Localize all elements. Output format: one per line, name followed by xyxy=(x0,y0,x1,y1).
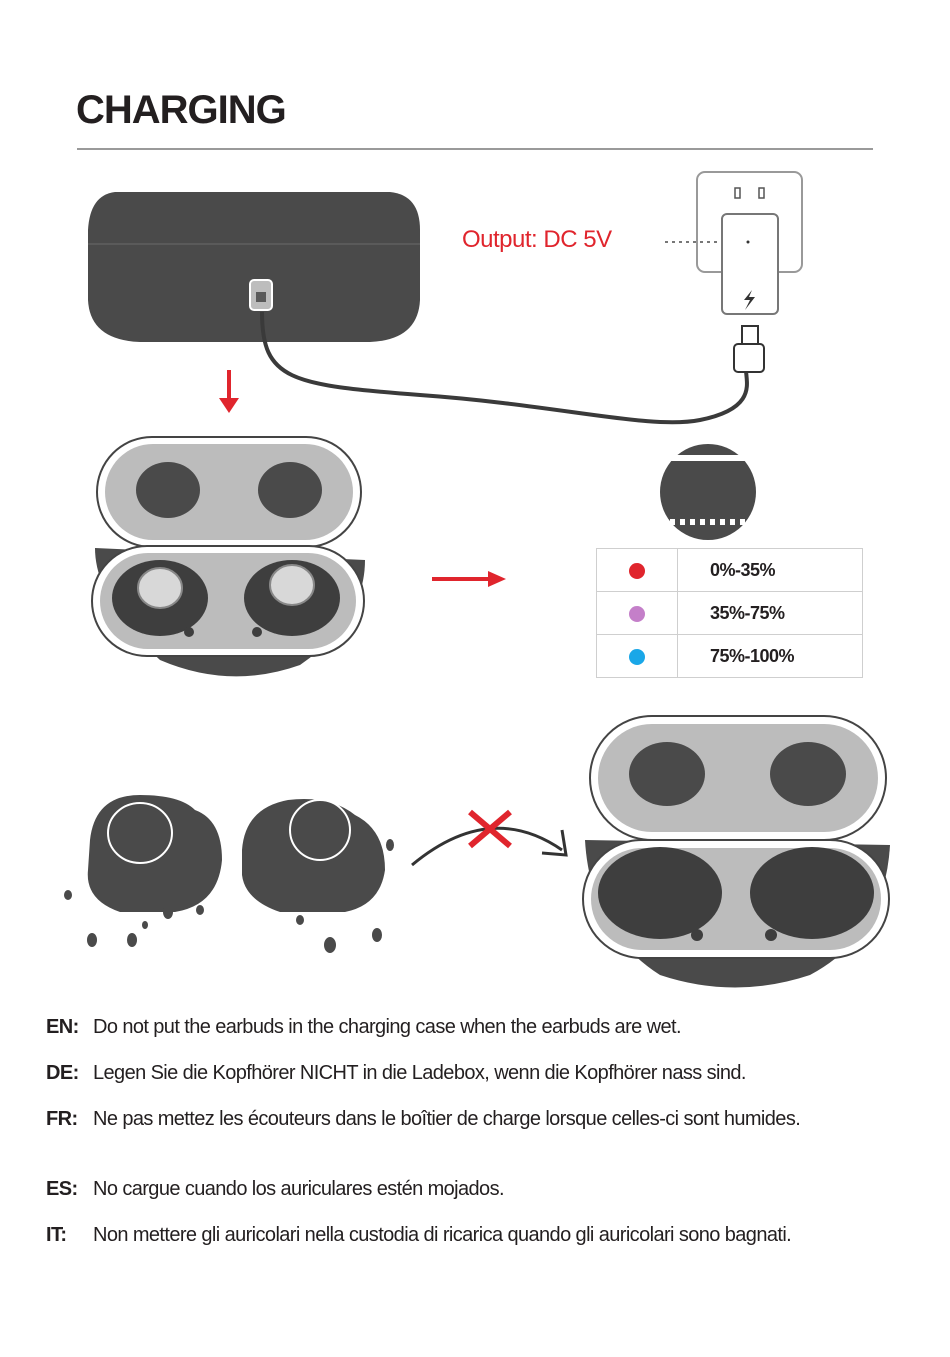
warning-text: Do not put the earbuds in the charging c… xyxy=(93,1016,682,1038)
warning-text: Ne pas mettez les écouteurs dans le boît… xyxy=(93,1108,801,1130)
lightning-icon xyxy=(744,290,755,310)
blue-dot-icon xyxy=(629,648,645,665)
charger-output-label: Output: DC 5V xyxy=(462,226,612,253)
battery-level-row: 75%-100% xyxy=(596,634,863,678)
battery-level-row: 0%-35% xyxy=(596,548,863,592)
warning-text: Legen Sie die Kopfhörer NICHT in die Lad… xyxy=(93,1062,746,1084)
warning-text: Non mettere gli auricolari nella custodi… xyxy=(93,1224,792,1246)
open-charging-case xyxy=(91,436,365,677)
warning-text: No cargue cuando los auriculares estén m… xyxy=(93,1178,505,1200)
title-divider xyxy=(77,148,873,150)
language-code: ES: xyxy=(46,1178,78,1200)
language-code: EN: xyxy=(46,1016,79,1038)
red-dot-icon xyxy=(629,562,645,579)
page-title: CHARGING xyxy=(76,88,287,132)
language-code: IT: xyxy=(46,1224,67,1246)
open-case-with-earbuds xyxy=(582,715,890,988)
down-arrow-icon xyxy=(219,370,239,413)
battery-range: 0%-35% xyxy=(677,548,863,592)
charging-illustration xyxy=(64,171,890,988)
battery-range: 35%-75% xyxy=(677,591,863,635)
battery-level-table: 0%-35% 35%-75% 75%-100% xyxy=(596,548,863,678)
battery-level-row: 35%-75% xyxy=(596,591,863,635)
led-indicator-closeup xyxy=(660,444,756,540)
usb-plug-icon xyxy=(733,325,765,373)
language-code: DE: xyxy=(46,1062,79,1084)
closed-charging-case xyxy=(88,192,420,342)
right-arrow-icon xyxy=(432,571,506,587)
no-cross-icon xyxy=(411,809,568,867)
charging-cable xyxy=(260,311,749,425)
language-code: FR: xyxy=(46,1108,78,1130)
wall-adapter-icon xyxy=(696,171,803,315)
purple-dot-icon xyxy=(629,605,645,622)
wet-earbuds xyxy=(64,795,394,953)
battery-range: 75%-100% xyxy=(677,634,863,678)
